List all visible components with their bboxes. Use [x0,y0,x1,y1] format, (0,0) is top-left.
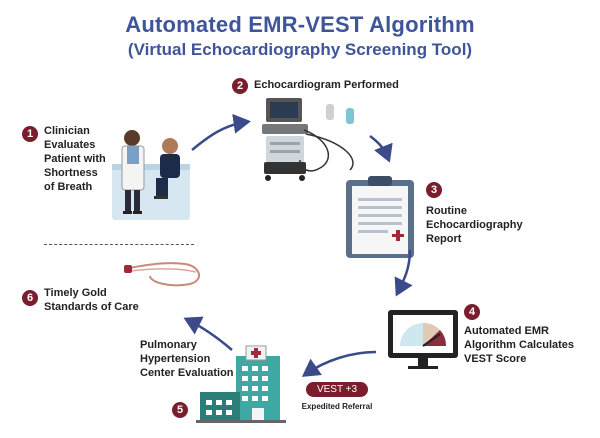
clinician-patient-icon [112,130,190,220]
step-label-line: Automated EMR [464,325,549,337]
diagram-title: Automated EMR-VEST Algorithm [125,12,475,37]
hospital-icon [196,345,286,423]
step-badge-1: 1 [22,126,38,142]
step-label-line: Hypertension [140,353,211,365]
step-label-6: Timely Gold Standards of Care [44,286,139,314]
step-label-line: Clinician [44,125,90,137]
step-label-line: Report [426,233,462,245]
step-badge-4: 4 [464,304,480,320]
step-label-line: VEST Score [464,353,527,365]
step-label-line: Center Evaluation [140,367,234,379]
step-label-3: Routine Echocardiography Report [426,204,523,246]
step-label-line: Timely Gold [44,287,107,299]
divider-line [44,244,194,245]
report-clipboard-icon [346,176,414,258]
step-label-5: Pulmonary Hypertension Center Evaluation [140,338,234,380]
step-label-line: Routine [426,205,467,217]
arrow-step1-to-step2 [191,113,251,151]
step-label-line: Shortness [44,167,98,179]
diagram-subtitle: (Virtual Echocardiography Screening Tool… [127,40,473,59]
step-label-line: of Breath [44,181,93,193]
step-label-line: Algorithm Calculates [464,339,575,351]
step-label-2: Echocardiogram Performed [254,78,399,92]
vest-score-badge: VEST +3 [306,382,368,397]
catheter-icon [124,262,200,287]
arrow-step5-to-step6 [183,316,233,351]
step-label-line: Echocardiography [426,219,523,231]
step-label-line: Pulmonary [140,339,197,351]
step-label-line: Standards of Care [44,301,139,313]
step-badge-3: 3 [426,182,442,198]
vest-score-monitor-icon [388,310,458,369]
step-badge-2: 2 [232,78,248,94]
expedited-referral-caption: Expedited Referral [301,402,373,411]
step-label-line: Evaluates [44,139,96,151]
arrow-step2-to-step3 [369,135,393,163]
arrow-step4-to-step5 [301,350,377,377]
step-badge-5: 5 [172,402,188,418]
step-label-4: Automated EMR Algorithm Calculates VEST … [464,324,574,366]
step-label-line: Echocardiogram Performed [254,79,399,91]
step-label-line: Patient with [44,153,106,165]
step-label-1: Clinician Evaluates Patient with Shortne… [44,124,106,194]
echocardiogram-machine-icon [262,98,354,181]
arrow-step3-to-step4 [394,249,413,297]
step-badge-6: 6 [22,290,38,306]
